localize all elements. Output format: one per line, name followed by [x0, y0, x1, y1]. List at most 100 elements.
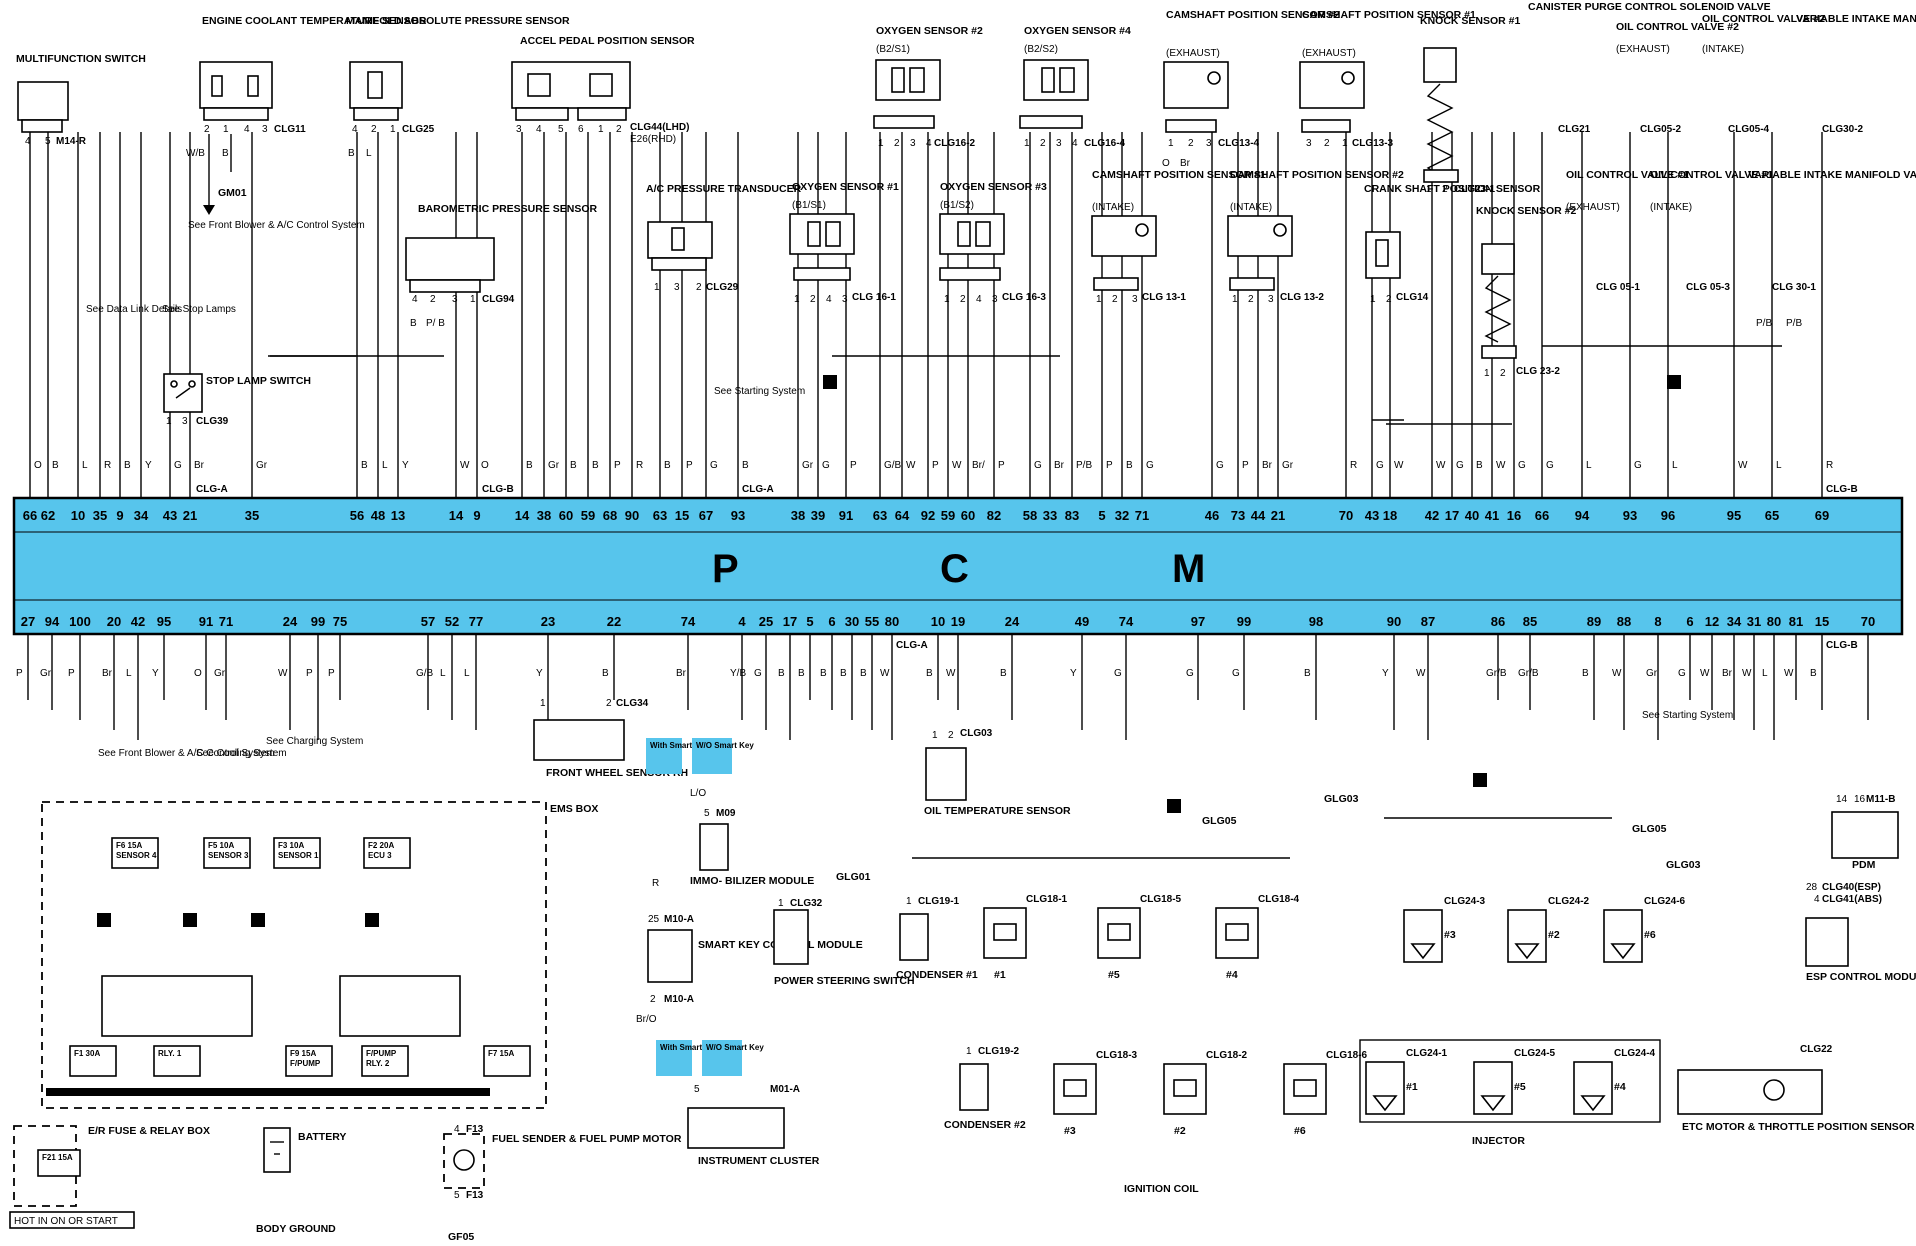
pcm-top-wire-color: P: [686, 460, 693, 471]
ect-pin: 4: [244, 124, 250, 135]
pcm-top-pin: 43: [163, 508, 177, 523]
injector-number: #3: [1444, 929, 1456, 941]
pcm-top-pin: 59: [581, 508, 595, 523]
knock-sensor-1: KNOCK SENSOR #1 1 2 CLG23-1: [1420, 15, 1521, 195]
immo-wire: L/O: [690, 788, 706, 799]
fuse-sub: F/PUMP: [290, 1059, 321, 1068]
pcm-bottom-wire-color: O: [194, 668, 202, 679]
o2-3-sub: (B1/S2): [940, 200, 974, 211]
pcm-bottom-pin: 77: [469, 614, 483, 629]
pcm-top-pin: 83: [1065, 508, 1079, 523]
ap-pin: 1: [598, 124, 604, 135]
pcm-top-pin: 16: [1507, 508, 1521, 523]
pcm-top-pin: 10: [71, 508, 85, 523]
pcm-top-pin: 34: [134, 508, 149, 523]
condenser-1: 1 CLG19-1 CONDENSER #1: [896, 896, 978, 981]
grounds: GLG01 GLG05 GLG03 GLG05 GLG03: [836, 793, 1701, 883]
ocv1ex-sub: (EXHAUST): [1566, 202, 1620, 213]
fuse-label: F1 30A: [74, 1049, 100, 1058]
ect-sensor-label: ENGINE COOLANT TEMPERATURE SENSOR: [202, 15, 427, 27]
pcm-bottom-wire-color: B: [1304, 668, 1311, 679]
pcm-top-wire-color: L: [1672, 460, 1678, 471]
pcm-top-wire-color: Y: [402, 460, 409, 471]
injector-connector: CLG24-1: [1406, 1048, 1448, 1059]
pcm-bottom-pin: 31: [1747, 614, 1761, 629]
cmp-connector: CLG13-3: [1352, 138, 1394, 149]
relay-box: [101, 975, 253, 1037]
coil-winding-icon: [1063, 1079, 1087, 1097]
pcm-top-wire-color: G: [174, 460, 182, 471]
cmp-1-exhaust: CAMSHAFT POSITION SENSOR #1 (EXHAUST) 3 …: [1299, 9, 1476, 149]
pcm-top-wire-color: O: [34, 460, 42, 471]
map-pin: 2: [371, 124, 377, 135]
pcm-bottom-wire-color: Gr: [214, 668, 226, 679]
pcm-top-pin: 41: [1485, 508, 1499, 523]
pcm-top-conn-2: CLG-B: [482, 484, 514, 495]
o2-pin: 4: [826, 294, 832, 305]
fuse-label: F/PUMP: [366, 1049, 397, 1058]
pcm-top-pin: 56: [350, 508, 364, 523]
pcm-bottom-pin: 22: [607, 614, 621, 629]
pcm-bottom-wire-color: W: [1700, 668, 1710, 679]
o2-pin: 3: [910, 138, 916, 149]
pcm-bottom-wire-color: W: [1612, 668, 1622, 679]
junction-marker-label: 4: [1172, 803, 1177, 812]
fuel-connector: F13: [466, 1190, 484, 1201]
pcm-top-pin: 93: [1623, 508, 1637, 523]
pcm-letter-p: P: [712, 547, 739, 591]
pcm-top-wire-color: Gr: [548, 460, 560, 471]
pcm-top-wire-color: G: [1634, 460, 1642, 471]
etc-connector: CLG22: [1800, 1044, 1833, 1055]
cmp-pin: 2: [1188, 138, 1194, 149]
pcm-top-pin: 42: [1425, 508, 1439, 523]
o2-pin: 3: [992, 294, 998, 305]
tag-wo-smart-key: W/O Smart Key: [696, 741, 754, 750]
coil-body: [1283, 1063, 1327, 1115]
ect-pin: 1: [223, 124, 229, 135]
immo-pin: 5: [704, 808, 710, 819]
o2-3-connector: CLG 16-3: [1002, 292, 1046, 303]
baro-connector: CLG94: [482, 294, 515, 305]
oil-temp-sensor: 1 2 CLG03 OIL TEMPERATURE SENSOR: [924, 728, 1071, 817]
pcm-top-wire-color: Gr: [802, 460, 814, 471]
valves-top: CANISTER PURGE CONTROL SOLENOID VALVE OI…: [1528, 1, 1916, 135]
ac-pin: 2: [696, 282, 702, 293]
pcm-top-wire-color: R: [636, 460, 643, 471]
pcm-top-pin: 73: [1231, 508, 1245, 523]
fuse-label: F3 10A: [278, 841, 304, 850]
fuel-pin: 5: [454, 1190, 460, 1201]
body-ground-label: BODY GROUND: [256, 1223, 336, 1235]
esp-pin: 28: [1806, 882, 1818, 893]
pcm-top-wire-color: P: [998, 460, 1005, 471]
ac-connector: CLG29: [706, 282, 739, 293]
vim2-connector: CLG30-2: [1822, 124, 1864, 135]
baro-pin: 4: [412, 294, 418, 305]
pcm-top-pin: 32: [1115, 508, 1129, 523]
bottom-refs: See Front Blower & A/C Control System Se…: [98, 710, 1733, 759]
knock-1-label: KNOCK SENSOR #1: [1420, 15, 1521, 27]
ref-cooling: See Cooling System: [196, 748, 287, 759]
pcm-letter-c: C: [940, 547, 969, 591]
fuse-sub: ECU 3: [368, 851, 392, 860]
fuse-sub: SENSOR 1: [278, 851, 319, 860]
pdm: 14 16 M11-B PDM: [1831, 794, 1899, 871]
ac-pressure-transducer: A/C PRESSURE TRANSDUCER 1 3 2 CLG29: [646, 183, 802, 293]
vim1-label: VARIABLE INTAKE MANIFOLD VALVE #1: [1748, 169, 1916, 181]
purge-connector: CLG21: [1558, 124, 1591, 135]
cmp-sub: (EXHAUST): [1166, 48, 1220, 59]
ap-pin: 2: [616, 124, 622, 135]
o2-2-connector: CLG16-2: [934, 138, 976, 149]
pcm-top-conn-1: CLG-A: [196, 484, 228, 495]
sk-pin: 2: [650, 994, 656, 1005]
pcm-top-pin: 91: [839, 508, 853, 523]
pcm-top-wire-color: Gr: [256, 460, 268, 471]
pcm-bottom-pin: 80: [1767, 614, 1781, 629]
cmp-wire: Br: [1180, 158, 1191, 169]
fw-connector: CLG34: [616, 698, 649, 709]
o2-pin: 2: [894, 138, 900, 149]
pcm-bottom-pin: 6: [1686, 614, 1693, 629]
coil-number: #5: [1108, 969, 1120, 981]
sk-connector: M10-A: [664, 994, 694, 1005]
pcm-bottom-wire-color: G/B: [416, 668, 434, 679]
pcm-bottom-pin: 86: [1491, 614, 1505, 629]
